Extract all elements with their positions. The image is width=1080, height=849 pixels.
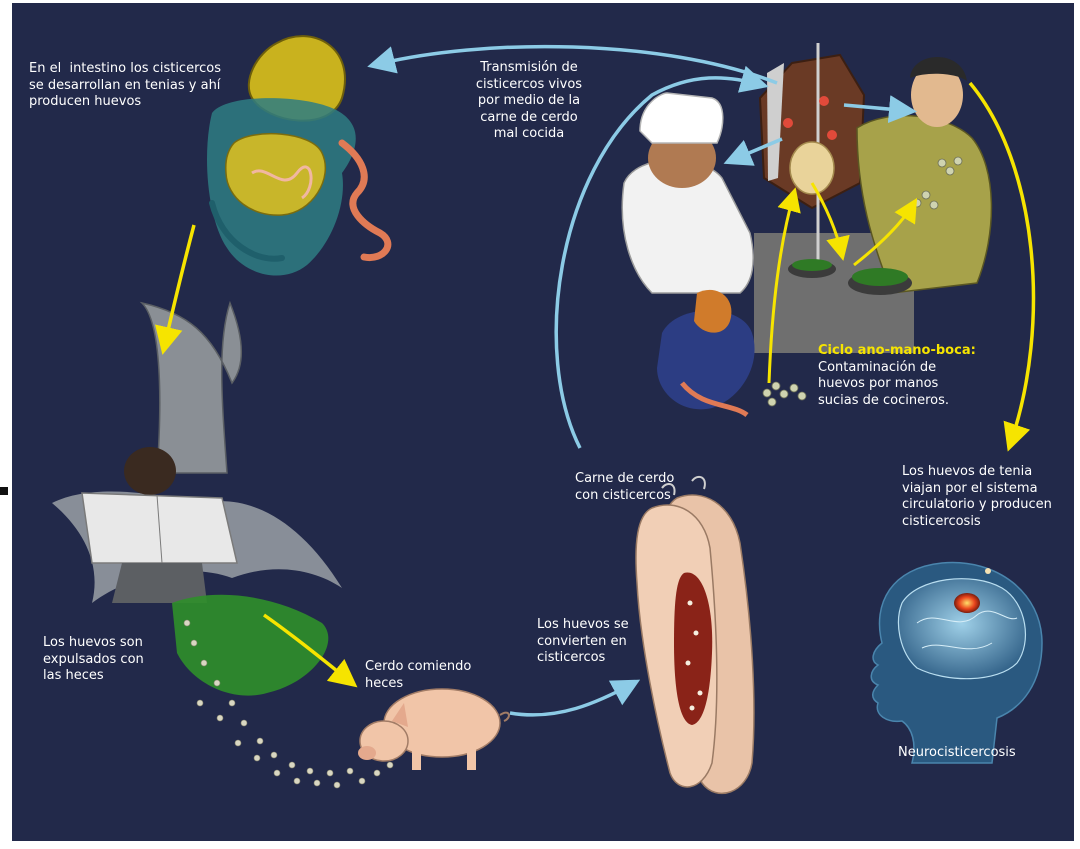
label-cycle-title: Ciclo ano-mano-boca:: [818, 343, 976, 360]
brain-illustration: [871, 563, 1042, 763]
label-eggs-blood: Los huevos de tenia viajan por el sistem…: [902, 464, 1052, 530]
label-intestine: En el intestino los cisticercos se desar…: [29, 61, 221, 111]
diagram-canvas: En el intestino los cisticercos se desar…: [12, 3, 1074, 841]
pig-illustration: [358, 689, 509, 770]
label-eggs-convert: Los huevos se convierten en cisticercos: [537, 617, 629, 667]
tree-person-illustration: [52, 303, 393, 788]
label-pork: Carne de cerdo con cisticercos: [575, 471, 674, 504]
label-eggs-feces: Los huevos son expulsados con las heces: [43, 635, 144, 685]
arrow-pig-to-carcass: [510, 683, 634, 715]
label-cycle-body: Contaminación de huevos por manos sucias…: [818, 360, 949, 408]
intestine-illustration: [207, 36, 388, 275]
label-neuro: Neurocisticercosis: [898, 745, 1016, 762]
label-cycle: Ciclo ano-mano-boca:Contaminación de hue…: [818, 310, 976, 426]
pig-carcass-illustration: [636, 477, 754, 794]
label-pig-eating: Cerdo comiendo heces: [365, 659, 471, 692]
label-transmission: Transmisión de cisticercos vivos por med…: [454, 60, 604, 143]
edge-mark: [0, 487, 8, 495]
